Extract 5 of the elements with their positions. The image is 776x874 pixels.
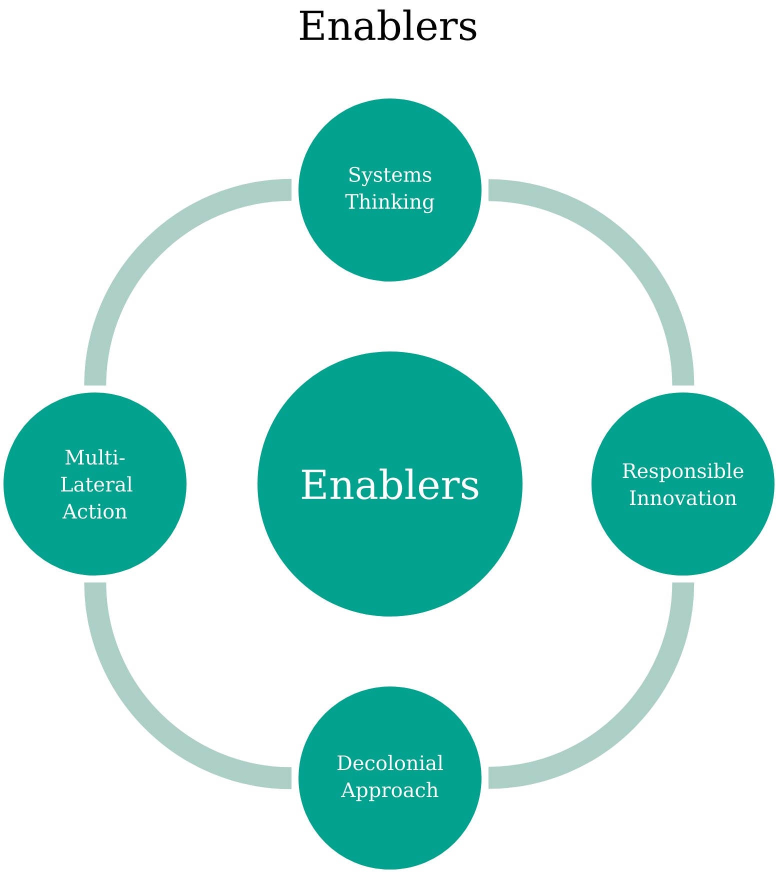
title: Enablers [300, 10, 476, 40]
ring-arc [488, 582, 694, 789]
ring-arc [84, 582, 292, 790]
ring-arc [84, 178, 292, 386]
ring-arc [488, 179, 694, 386]
